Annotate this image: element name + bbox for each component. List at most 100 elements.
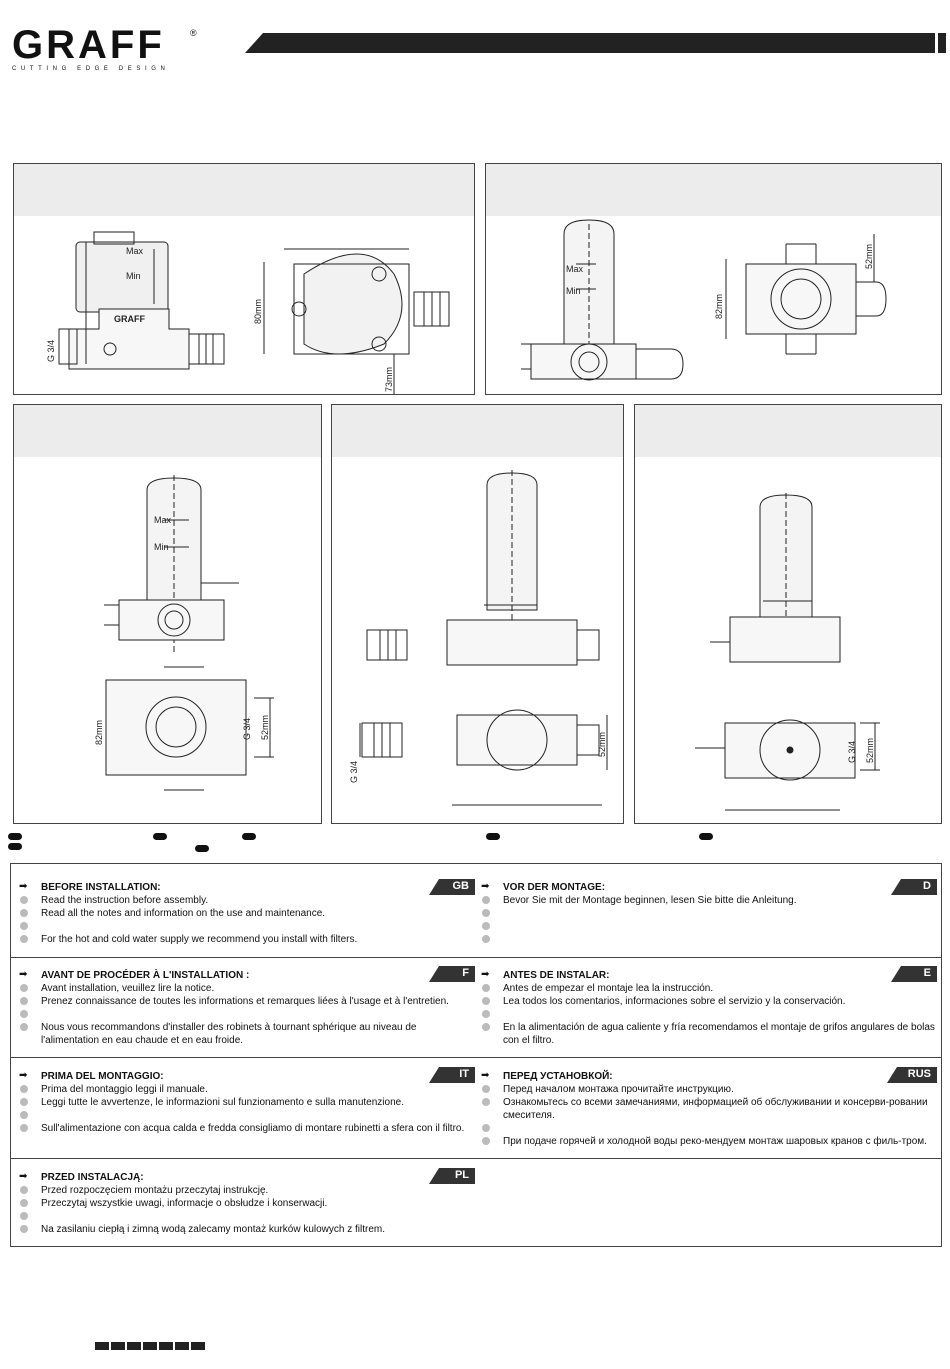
dim-g34: G 3/4 — [46, 340, 56, 362]
instruction-line — [481, 1008, 936, 1021]
section-e: ANTES DE INSTALAR: Antes de empezar el m… — [481, 968, 936, 1047]
instruction-line: Leggi tutte le avvertenze, le informazio… — [19, 1096, 474, 1109]
instruction-line: Nous vous recommandons d'installer des r… — [19, 1021, 474, 1047]
language-badge-rus: RUS — [887, 1067, 937, 1083]
footer-square — [111, 1342, 125, 1350]
scale-max-label: Max — [566, 264, 584, 274]
scale-min-label: Min — [126, 271, 141, 281]
dim-52mm: 52mm — [864, 244, 874, 269]
marker-pill — [195, 845, 209, 852]
panel-header — [14, 405, 321, 457]
section-title: ПЕРЕД УСТАНОВКОЙ: — [481, 1069, 936, 1083]
scale-min-label: Min — [154, 542, 169, 552]
dim-82mm: 82mm — [714, 294, 724, 319]
instruction-line: Avant installation, veuillez lire la not… — [19, 982, 474, 995]
valve-drawing-side-and-top: Max Min 82mm 52mm — [521, 219, 887, 381]
instruction-line: Prenez connaissance de toutes les inform… — [19, 995, 474, 1008]
diagram-panel-3: Max Min 82mm G 3/4 52mm — [13, 404, 322, 824]
instruction-line: Przeczytaj wszystkie uwagi, informacje o… — [19, 1197, 474, 1210]
instruction-line — [19, 1109, 474, 1122]
instruction-line: Bevor Sie mit der Montage beginnen, lese… — [481, 894, 936, 907]
instruction-line — [19, 1008, 474, 1021]
diagram-panel-1: GRAFF Max Min G 3/4 80mm 73mm — [13, 163, 475, 395]
instruction-line: Prima del montaggio leggi il manuale. — [19, 1083, 474, 1096]
section-title: AVANT DE PROCÉDER À L'INSTALLATION : — [19, 968, 474, 982]
footer-square — [175, 1342, 189, 1350]
dim-80mm: 80mm — [253, 299, 263, 324]
footer-square — [143, 1342, 157, 1350]
language-badge-f: F — [429, 966, 475, 982]
instructions-box: BEFORE INSTALLATION: Read the instructio… — [10, 863, 942, 1247]
header-banner — [245, 33, 935, 53]
section-divider — [11, 957, 941, 958]
dim-g34: G 3/4 — [242, 718, 252, 740]
marker-pill — [486, 833, 500, 840]
dim-52mm: 52mm — [260, 715, 270, 740]
instruction-line: For the hot and cold water supply we rec… — [19, 933, 474, 946]
valve-drawing-side-and-top: G 3/4 52mm — [695, 493, 880, 811]
panel-header — [486, 164, 941, 216]
valve-brand-label: GRAFF — [114, 314, 145, 324]
instruction-line: Sull'alimentazione con acqua calda e fre… — [19, 1122, 474, 1135]
dim-g34: G 3/4 — [847, 741, 857, 763]
section-pl: PRZED INSTALACJĄ: Przed rozpoczęciem mon… — [19, 1170, 474, 1236]
section-title: ANTES DE INSTALAR: — [481, 968, 936, 982]
dim-52mm: 52mm — [865, 738, 875, 763]
language-badge-pl: PL — [429, 1168, 475, 1184]
panel-header — [332, 405, 623, 457]
marker-pill — [242, 833, 256, 840]
instruction-line — [481, 1122, 936, 1135]
dim-g34: G 3/4 — [349, 761, 359, 783]
section-d: VOR DER MONTAGE: Bevor Sie mit der Monta… — [481, 880, 936, 946]
language-badge-it: IT — [429, 1067, 475, 1083]
footer-square — [159, 1342, 173, 1350]
section-title: PRIMA DEL MONTAGGIO: — [19, 1069, 474, 1083]
registered-mark: ® — [190, 28, 197, 38]
instruction-line: Read the instruction before assembly. — [19, 894, 474, 907]
diagram-panel-5: G 3/4 52mm — [634, 404, 942, 824]
instruction-line: При подаче горячей и холодной воды реко-… — [481, 1135, 936, 1148]
scale-max-label: Max — [154, 515, 172, 525]
instruction-line: Read all the notes and information on th… — [19, 907, 474, 920]
instruction-line: Lea todos los comentarios, informaciones… — [481, 995, 936, 1008]
section-title: BEFORE INSTALLATION: — [19, 880, 474, 894]
language-badge-e: E — [891, 966, 937, 982]
valve-drawing-side-and-top: G 3/4 52mm — [349, 470, 608, 806]
dim-73mm: 73mm — [384, 367, 394, 392]
section-title: VOR DER MONTAGE: — [481, 880, 936, 894]
instruction-line: Na zasilaniu ciepłą i zimną wodą zalecam… — [19, 1223, 474, 1236]
scale-max-label: Max — [126, 246, 144, 256]
instruction-line: Antes de empezar el montaje lea la instr… — [481, 982, 936, 995]
instruction-line — [481, 920, 936, 933]
language-badge-gb: GB — [429, 879, 475, 895]
dim-52mm: 52mm — [597, 732, 607, 757]
dim-82mm: 82mm — [94, 720, 104, 745]
section-rus: ПЕРЕД УСТАНОВКОЙ: Перед началом монтажа … — [481, 1069, 936, 1148]
diagram-panel-4: G 3/4 52mm — [331, 404, 624, 824]
valve-drawing-side-and-top: Max Min 82mm G 3/4 52mm — [94, 475, 274, 791]
instruction-line — [481, 933, 936, 946]
section-divider — [11, 1158, 941, 1159]
language-badge-d: D — [891, 879, 937, 895]
instruction-line — [481, 907, 936, 920]
brand-logo: GRAFF ® CUTTING EDGE DESIGN — [12, 25, 202, 76]
marker-pill — [8, 833, 22, 840]
section-f: AVANT DE PROCÉDER À L'INSTALLATION : Ava… — [19, 968, 474, 1047]
footer-square — [127, 1342, 141, 1350]
marker-pill — [699, 833, 713, 840]
instruction-line: En la alimentación de agua caliente y fr… — [481, 1021, 936, 1047]
instruction-line: Przed rozpoczęciem montażu przeczytaj in… — [19, 1184, 474, 1197]
marker-pill — [153, 833, 167, 840]
brand-tagline: CUTTING EDGE DESIGN — [12, 66, 170, 72]
header-banner-end — [938, 33, 946, 53]
footer-square — [191, 1342, 205, 1350]
diagram-panel-2: Max Min 82mm 52mm — [485, 163, 942, 395]
section-title: PRZED INSTALACJĄ: — [19, 1170, 474, 1184]
section-divider — [11, 1057, 941, 1058]
section-gb: BEFORE INSTALLATION: Read the instructio… — [19, 880, 474, 946]
instruction-line — [19, 1210, 474, 1223]
marker-pill — [8, 843, 22, 850]
scale-min-label: Min — [566, 286, 581, 296]
instruction-line: Ознакомьтесь со всеми замечаниями, инфор… — [481, 1096, 936, 1122]
panel-header — [14, 164, 474, 216]
